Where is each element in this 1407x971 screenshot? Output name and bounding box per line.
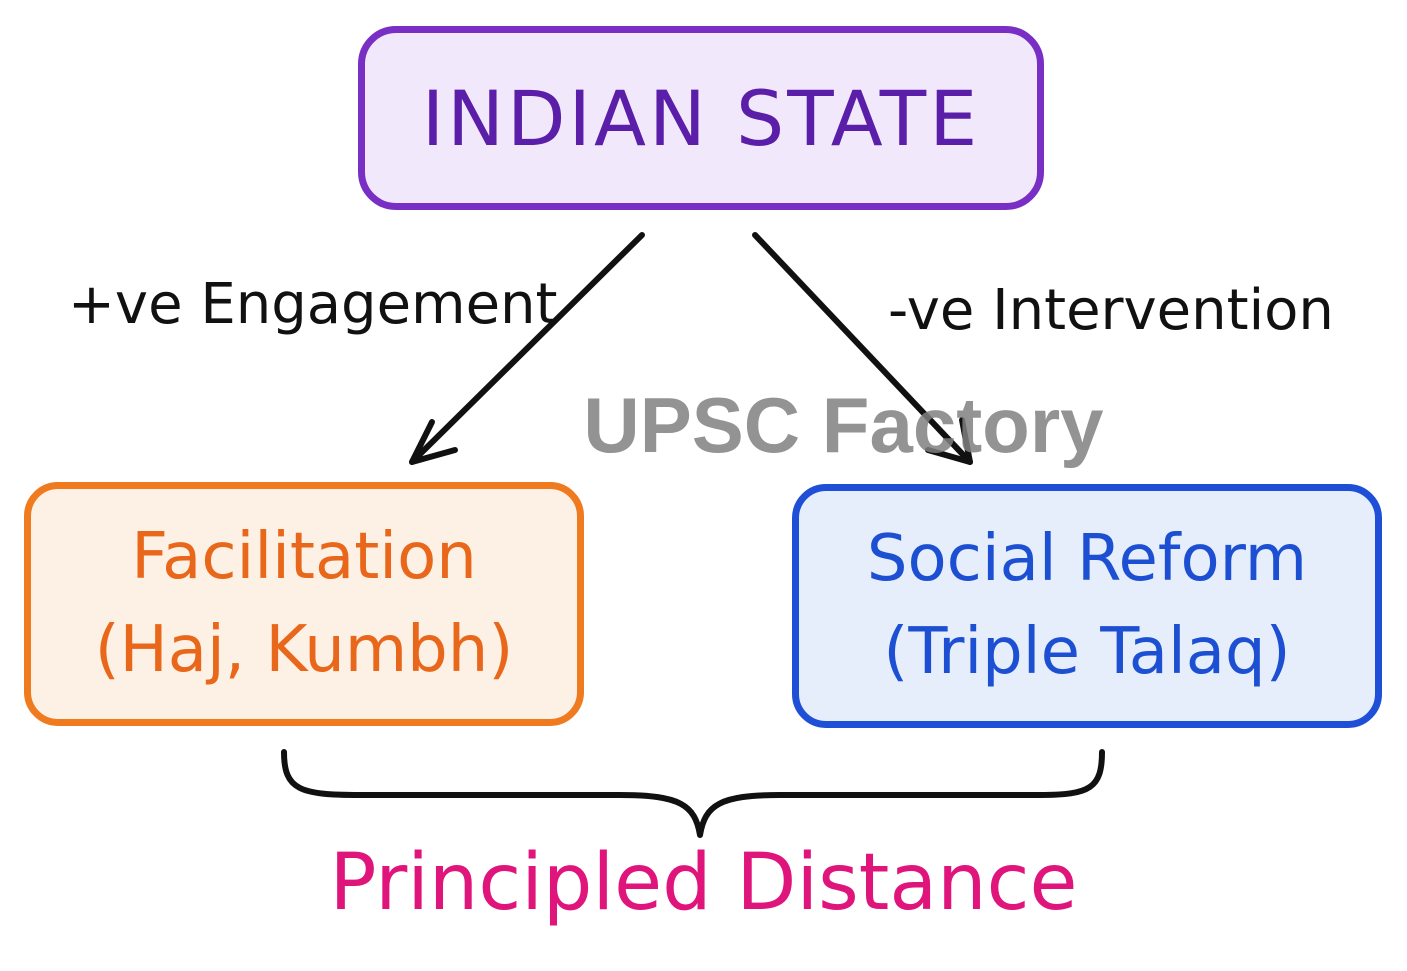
social-reform-examples: (Triple Talaq) bbox=[883, 615, 1291, 689]
principled-distance-label: Principled Distance bbox=[329, 838, 1078, 928]
arrow-right bbox=[752, 232, 973, 465]
arrow-right-head bbox=[925, 417, 973, 465]
facilitation-title: Facilitation bbox=[131, 520, 477, 595]
indian-state-label: INDIAN STATE bbox=[421, 73, 981, 163]
arrow-left-head bbox=[409, 419, 458, 465]
facilitation-node: Facilitation (Haj, Kumbh) bbox=[24, 482, 584, 726]
positive-engagement-label: +ve Engagement bbox=[68, 272, 558, 337]
arrow-left bbox=[409, 232, 645, 465]
negative-intervention-label: -ve Intervention bbox=[888, 278, 1334, 343]
facilitation-examples: (Haj, Kumbh) bbox=[94, 613, 514, 687]
social-reform-title: Social Reform bbox=[866, 522, 1308, 597]
indian-state-node: INDIAN STATE bbox=[358, 26, 1044, 210]
curly-brace bbox=[281, 749, 1105, 838]
social-reform-node: Social Reform (Triple Talaq) bbox=[792, 484, 1382, 728]
watermark: UPSC Factory bbox=[583, 381, 1104, 469]
